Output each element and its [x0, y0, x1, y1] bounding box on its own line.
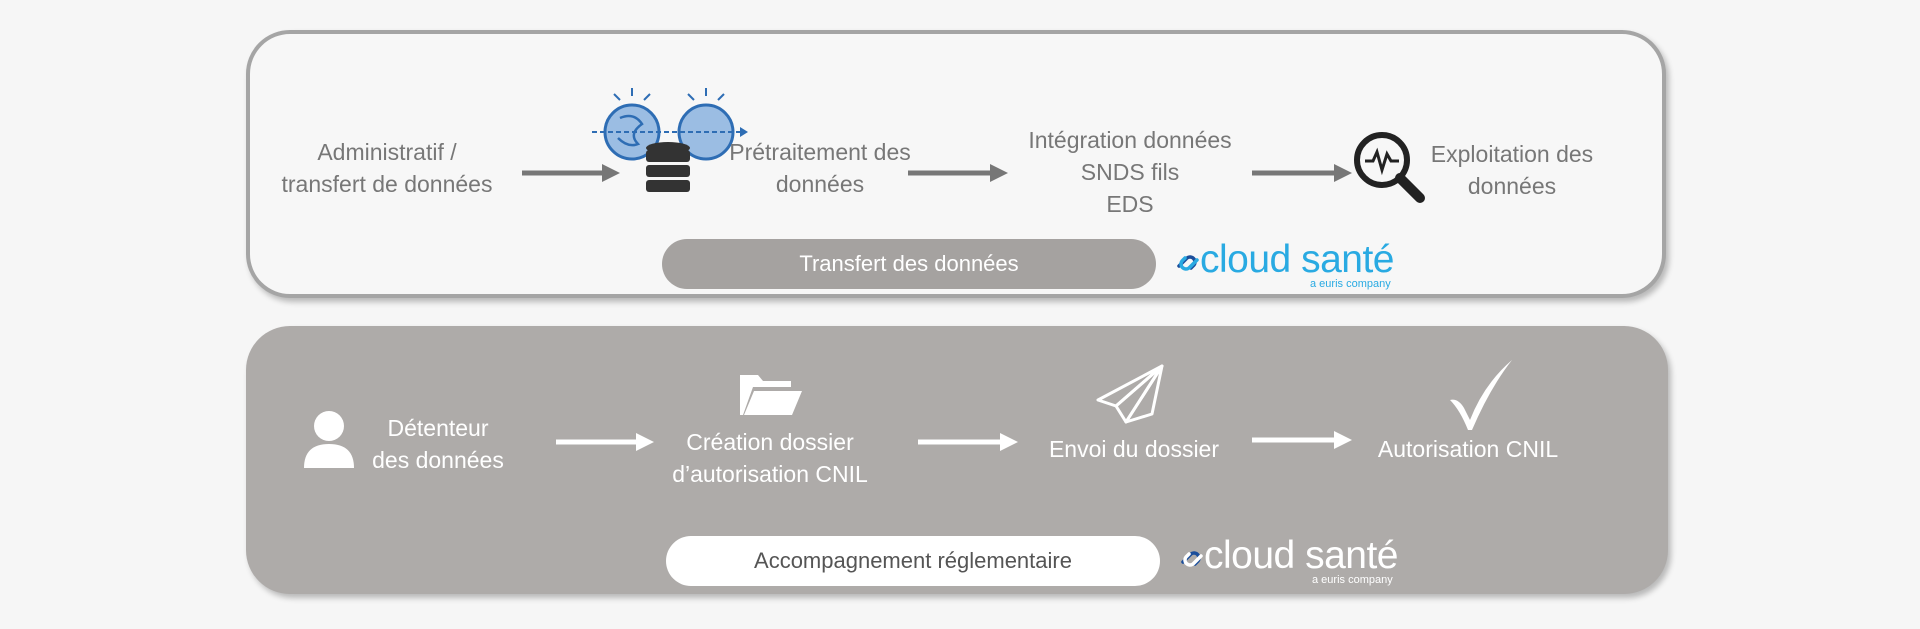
- arrow-icon: [918, 433, 1018, 451]
- link-logo-icon: [1181, 551, 1203, 567]
- arrow-icon: [556, 433, 654, 451]
- step-integration: Intégration données SNDS fils EDS: [1028, 127, 1232, 217]
- step-administratif: Administratif / transfert de données: [281, 139, 493, 197]
- person-icon: [304, 411, 354, 468]
- cloud-sante-logo: cloud santé a euris company: [1176, 536, 1416, 588]
- database-process-icon: [592, 88, 748, 192]
- logo-name: cloud santé: [1200, 238, 1394, 281]
- logo-tagline: a euris company: [1310, 278, 1391, 290]
- logo-tagline: a euris company: [1312, 574, 1393, 586]
- step-envoi: Envoi du dossier: [1048, 436, 1220, 462]
- cloud-sante-logo: cloud santé a euris company: [1172, 240, 1412, 290]
- arrow-icon: [1252, 164, 1352, 182]
- pill-accompagnement: Accompagnement réglementaire: [666, 536, 1160, 586]
- step-detenteur: Détenteur des données: [372, 415, 504, 473]
- step-exploitation: Exploitation des données: [1430, 141, 1594, 199]
- arrow-icon: [1252, 431, 1352, 449]
- link-logo-icon: [1177, 255, 1199, 271]
- paper-plane-icon: [1096, 364, 1164, 424]
- step-pretraitement: Prétraitement des données: [729, 139, 911, 197]
- pill-transfert: Transfert des données: [662, 239, 1156, 289]
- arrow-icon: [522, 164, 620, 182]
- logo-name: cloud santé: [1204, 534, 1398, 577]
- step-autorisation: Autorisation CNIL: [1377, 436, 1559, 462]
- checkmark-icon: [1450, 360, 1512, 430]
- folder-icon: [740, 375, 802, 415]
- step-creation-dossier: Création dossier d’autorisation CNIL: [672, 429, 868, 487]
- analytics-magnifier-icon: [1354, 132, 1425, 203]
- arrow-icon: [908, 164, 1008, 182]
